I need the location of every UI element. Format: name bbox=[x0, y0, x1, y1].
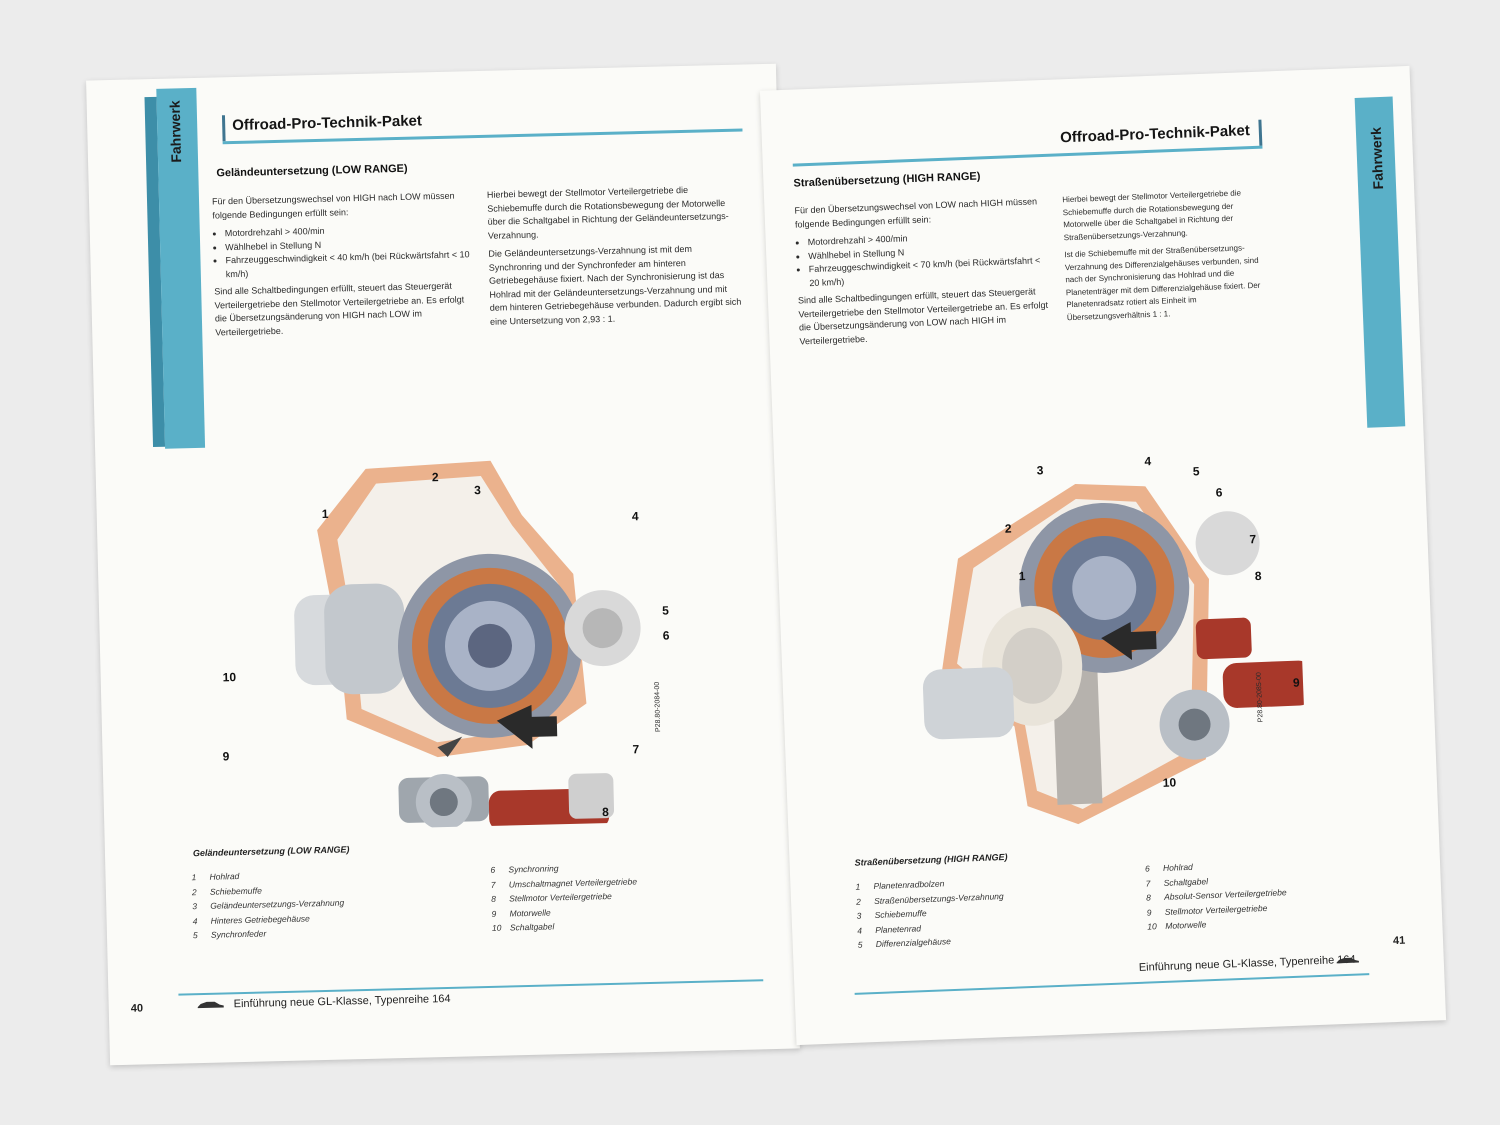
right-col2-paragraph-2: Ist die Schiebemuffe mit der Straßenüber… bbox=[1064, 243, 1261, 322]
left-page-number: 40 bbox=[130, 1002, 144, 1015]
right-section-title: Straßenübersetzung (HIGH RANGE) bbox=[793, 170, 981, 190]
left-column-1: Für den Übersetzungswechsel von HIGH nac… bbox=[212, 189, 478, 344]
left-section-title: Geländeuntersetzung (LOW RANGE) bbox=[216, 162, 408, 180]
right-column-2: Hierbei bewegt der Stellmotor Verteilerg… bbox=[1062, 186, 1277, 329]
right-page-number: 41 bbox=[1392, 934, 1406, 948]
car-icon bbox=[1336, 957, 1359, 964]
left-col2-paragraph-2: Die Geländeuntersetzungs-Verzahnung ist … bbox=[488, 243, 742, 327]
callout-2: 2 bbox=[1004, 521, 1012, 536]
left-header-bar: Offroad-Pro-Technik-Paket bbox=[221, 102, 743, 145]
right-legend-title: Straßenübersetzung (HIGH RANGE) bbox=[854, 851, 1008, 868]
left-bullet: Fahrzeuggeschwindigkeit < 40 km/h (bei R… bbox=[225, 248, 476, 281]
left-footer-text: Einführung neue GL-Klasse, Typenreihe 16… bbox=[233, 992, 451, 1011]
left-bullets: Motordrehzahl > 400/min Wählhebel in Ste… bbox=[213, 221, 476, 281]
right-side-tab-label: Fahrwerk bbox=[1367, 126, 1387, 190]
left-page: Fahrwerk Offroad-Pro-Technik-Paket Gelän… bbox=[86, 63, 800, 1066]
right-page: Fahrwerk Offroad-Pro-Technik-Paket Straß… bbox=[759, 65, 1447, 1046]
left-header-title: Offroad-Pro-Technik-Paket bbox=[232, 112, 423, 135]
callout-2: 2 bbox=[431, 470, 439, 485]
left-figure-code: P28.80-2084-00 bbox=[653, 681, 663, 733]
direction-arrow-icon bbox=[1101, 621, 1157, 660]
callout-4: 4 bbox=[631, 509, 639, 524]
left-col2-paragraph-1: Hierbei bewegt der Stellmotor Verteilerg… bbox=[486, 184, 729, 241]
right-column-1: Für den Übersetzungswechsel von LOW nach… bbox=[794, 195, 1055, 354]
callout-9: 9 bbox=[1292, 675, 1300, 690]
callout-5: 5 bbox=[1192, 464, 1200, 479]
right-figure-code: P28.80-2085-00 bbox=[1255, 671, 1265, 723]
callout-9: 9 bbox=[222, 749, 230, 764]
callout-10: 10 bbox=[222, 670, 237, 685]
callout-3: 3 bbox=[1036, 463, 1044, 478]
left-column-2: Hierbei bewegt der Stellmotor Verteilerg… bbox=[487, 183, 745, 334]
left-intro: Für den Übersetzungswechsel von HIGH nac… bbox=[211, 190, 455, 221]
callout-8: 8 bbox=[601, 805, 609, 820]
direction-arrow-icon bbox=[496, 704, 558, 749]
left-side-tab-label: Fahrwerk bbox=[166, 100, 185, 163]
right-header-title: Offroad-Pro-Technik-Paket bbox=[1059, 122, 1251, 147]
right-header-bar: Offroad-Pro-Technik-Paket bbox=[791, 119, 1263, 167]
right-footer-line bbox=[854, 973, 1370, 995]
transfer-case-high-range-illustration bbox=[922, 484, 1309, 825]
left-paragraph: Sind alle Schaltbedingungen erfüllt, ste… bbox=[214, 280, 465, 337]
callout-3: 3 bbox=[474, 483, 482, 498]
left-legend-title: Geländeuntersetzung (LOW RANGE) bbox=[192, 844, 350, 859]
callout-10: 10 bbox=[1162, 775, 1177, 790]
callout-1: 1 bbox=[321, 506, 329, 521]
callout-8: 8 bbox=[1254, 568, 1262, 584]
right-bullets: Motordrehzahl > 400/min Wählhebel in Ste… bbox=[796, 227, 1053, 291]
callout-7: 7 bbox=[632, 742, 640, 757]
car-icon bbox=[197, 1001, 224, 1009]
callout-5: 5 bbox=[662, 603, 670, 618]
callout-6: 6 bbox=[662, 628, 670, 643]
callout-1: 1 bbox=[1018, 568, 1026, 584]
callout-4: 4 bbox=[1144, 454, 1152, 469]
callout-7: 7 bbox=[1249, 532, 1257, 547]
right-paragraph: Sind alle Schaltbedingungen erfüllt, ste… bbox=[797, 286, 1049, 346]
transfer-case-low-range-illustration bbox=[294, 460, 641, 831]
left-footer-line bbox=[178, 979, 764, 996]
right-intro: Für den Übersetzungswechsel von LOW nach… bbox=[794, 196, 1038, 230]
right-col2-paragraph-1: Hierbei bewegt der Stellmotor Verteilerg… bbox=[1062, 188, 1242, 242]
right-footer-text: Einführung neue GL-Klasse, Typenreihe 16… bbox=[1138, 953, 1356, 974]
callout-6: 6 bbox=[1215, 485, 1223, 500]
